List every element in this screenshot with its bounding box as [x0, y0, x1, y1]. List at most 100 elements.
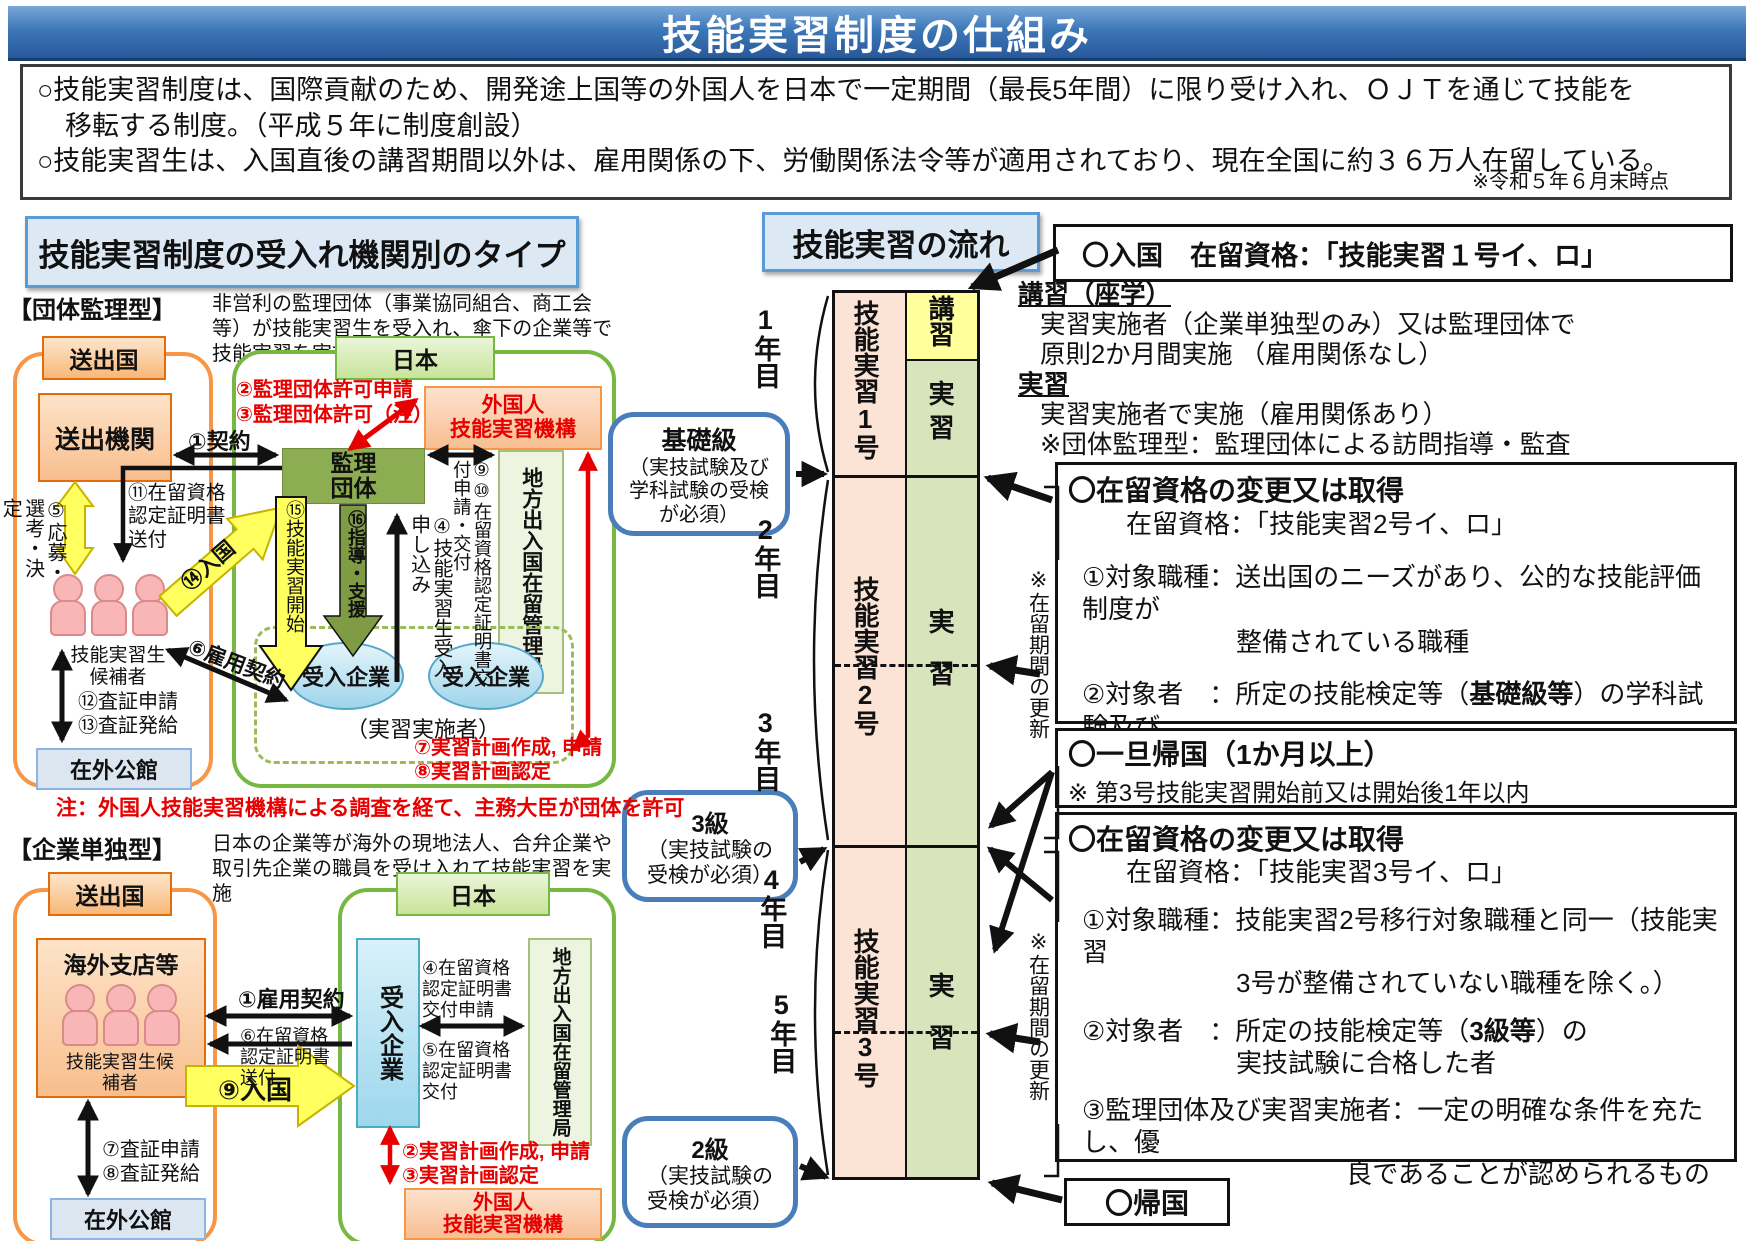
apply-select-yellow-arrow: [55, 480, 95, 576]
dantai-type-desc: 非営利の監理団体（事業協同組合、商工会等）が技能実習生を受入れ、傘下の企業等で技…: [212, 293, 613, 365]
bar-no2-label: 技能実習2号: [850, 576, 881, 736]
box3-item3b: 良であることが認められるもの: [1346, 1158, 1710, 1189]
flow-section-header: 技能実習の流れ: [762, 212, 1040, 272]
renewal-note-2: ※在留期間の更新: [1026, 930, 1050, 1101]
jisshisha-label: （実習実施者）: [346, 717, 501, 742]
kstep6-certificate-send: ⑥在留資格認定証明書送付: [240, 1026, 330, 1089]
lecture-l3: 実習実施者で実施（雇用関係あり）: [1040, 401, 1449, 430]
kigyo-immigration-label: 地方出入国在留管理局: [549, 947, 571, 1137]
dantai-type-label: 【団体監理型】: [8, 297, 176, 324]
renewal1-bracket: [1044, 485, 1060, 840]
status-change-no2-box: 〇在留資格の変更又は取得 在留資格：「技能実習2号イ、ロ」 ①対象職種：送出国の…: [1055, 462, 1737, 774]
intro-box: ○技能実習制度は、国際貢献のため、開発途上国等の外国人を日本で一定期間（最長5年…: [20, 64, 1732, 200]
dantai-japan-label: 日本: [335, 336, 495, 380]
kyu3-level-req: （実技試験の受検が必須）: [647, 838, 773, 887]
asof-note: ※令和５年６月末時点: [1472, 170, 1669, 193]
status-change-no3-box: 〇在留資格の変更又は取得 在留資格：「技能実習3号イ、ロ」 ①対象職種：技能実習…: [1055, 812, 1737, 1189]
box2-status: 在留資格：「技能実習2号イ、ロ」: [1126, 509, 1517, 539]
kstep2-plan-create: ②実習計画作成, 申請: [402, 1141, 591, 1163]
no2-bracket: [812, 479, 830, 841]
dantai-note: 注：外国人技能実習機構による調査を経て、主務大臣が団体を許可: [56, 797, 685, 820]
year-1-label: 1年目: [750, 305, 781, 389]
kigyo-embassy-box: 在外公館: [50, 1198, 206, 1240]
kyu2-level-box: 2級 （実技試験の受検が必須）: [622, 1116, 798, 1228]
kstep5-certificate-issue: ⑤在留資格認定証明書交付: [422, 1040, 512, 1103]
kigyo-japan-label: 日本: [396, 872, 550, 916]
box3-title: 〇在留資格の変更又は取得: [1068, 824, 1405, 855]
bar-no1-label: 技能実習1号: [850, 300, 881, 460]
renewal2-bracket: [1044, 850, 1060, 1178]
kstep9-entry: ⑨入国: [218, 1075, 293, 1105]
kigyo-sending-country-label: 送出国: [48, 872, 172, 916]
box2-item2a: ②対象者 ：所定の技能検定等（基礎級等）の学科試験及び: [1082, 678, 1724, 743]
kyu2-arrow: [798, 1156, 830, 1181]
bar-no3-label: 技能実習3号: [850, 928, 881, 1088]
kstep4-certificate-apply: ④在留資格認定証明書交付申請: [422, 958, 512, 1021]
lecture-l2: 原則2か月間実施 （雇用関係なし）: [1040, 341, 1444, 370]
kigyo-otit-box: 外国人 技能実習機構: [404, 1188, 602, 1240]
bar-jisshu2-label: 実習: [925, 608, 956, 712]
lecture-h1: 講習（座学）: [1018, 281, 1172, 309]
renewal2-arrow: [985, 1022, 1041, 1054]
employment-contract-arrow: [164, 647, 290, 703]
kiso-level-name: 基礎級: [661, 426, 737, 455]
box2-i2pre: ②対象者 ：所定の技能検定等（: [1082, 679, 1470, 709]
step8-plan-approve: ⑧実習計画認定: [414, 761, 551, 783]
kigyo-entry-yellow-arrow: [185, 1044, 356, 1128]
box2-i2em: 基礎級等: [1469, 679, 1574, 709]
entry-yellow-arrow: [158, 506, 283, 618]
kigyo-otit-line2: 技能実習機構: [443, 1214, 563, 1236]
otit-line1: 外国人: [481, 393, 545, 417]
renewal1-arrow: [985, 654, 1041, 686]
box3-item2b: 実技試験に合格した者: [1236, 1047, 1497, 1078]
otit-box: 外国人 技能実習機構: [424, 386, 602, 450]
year1-bracket: [813, 295, 830, 473]
intro-line2: 移転する制度。（平成５年に制度創設）: [65, 110, 538, 141]
supervising-org-box: 監理 団体: [282, 448, 425, 504]
step13-visa-issue: ⑬査証発給: [78, 715, 178, 737]
lecture-text-block: 講習（座学） 実習実施者（企業単独型のみ）又は監理団体で 原則2か月間実施 （雇…: [1018, 280, 1734, 460]
ikkikoku-arrow-1: [988, 769, 1054, 829]
bar-koshu-label: 講習: [925, 295, 956, 347]
box3-item1a: ①対象職種：技能実習2号移行対象職種と同一（技能実習: [1082, 904, 1718, 967]
box2-item1a: ①対象職種：送出国のニーズがあり、公的な技能評価制度が: [1082, 561, 1701, 625]
dantai-sending-country-label: 送出国: [42, 336, 166, 380]
box3-i2em: 3級等: [1469, 1016, 1536, 1047]
kikoku-arrow: [987, 1174, 1063, 1205]
mid-no2-dashed: [835, 664, 977, 667]
intro-line3: ○技能実習生は、入国直後の講習期間以外は、雇用関係の下、労働関係法令等が適用され…: [37, 146, 1670, 177]
mid-no3-dashed: [835, 1031, 977, 1034]
step9-10-certificate: ⑨⑩在留資格認定証明書交付申請・交付: [451, 460, 493, 687]
box3-i2pre: ②対象者 ：所定の技能検定等（: [1082, 1016, 1470, 1047]
step4-acceptance-apply: ④技能実習生受入申し込み: [407, 514, 452, 678]
step11-certificate: ⑪在留資格認定証明書送付: [128, 482, 226, 551]
box3-item2a: ②対象者 ：所定の技能検定等（3級等）の: [1082, 1016, 1724, 1048]
overseas-branch-label: 海外支店等: [63, 952, 179, 978]
nyukoku-text: 〇入国 在留資格：「技能実習１号イ、ロ」: [1082, 240, 1608, 271]
certificate-send-arrow: [113, 465, 282, 563]
year-3-label: 3年目: [750, 708, 781, 792]
box2-item1b: 整備されている職種: [1236, 626, 1470, 657]
kyu2-level-name: 2級: [691, 1136, 729, 1164]
title-bar: 技能実習制度の仕組み: [8, 6, 1746, 61]
accepting-company-oval-2: 受入企業: [428, 642, 544, 710]
kanri-line2: 団体: [330, 475, 377, 501]
ikkikoku-box: 〇一旦帰国（1か月以上） ※ 第3号技能実習開始前又は開始後1年以内: [1055, 728, 1737, 808]
kyu3-arrow: [797, 846, 828, 872]
training-start-yellow-arrow: [258, 496, 324, 692]
plan-approval-red-arrow: [571, 451, 598, 750]
box3-i2post: ）の: [1535, 1016, 1588, 1047]
kiso-level-box: 基礎級 （実技試験及び学科試験の受検が必須）: [608, 412, 790, 536]
renewal-note-1: ※在留期間の更新: [1026, 568, 1050, 739]
nyukoku-box: 〇入国 在留資格：「技能実習１号イ、ロ」: [1053, 224, 1733, 282]
box2-title: 〇在留資格の変更又は取得: [1068, 475, 1405, 506]
lecture-h2: 実習: [1018, 371, 1070, 400]
kigyo-otit-line1: 外国人: [473, 1192, 533, 1214]
lecture-l4: ※団体監理型：監理団体による訪問指導・監査: [1040, 431, 1571, 460]
kyu3-level-name: 3級: [691, 810, 729, 838]
ikkikoku-note: ※ 第3号技能実習開始前又は開始後1年以内: [1068, 780, 1530, 807]
kigyo-immigration-box: 地方出入国在留管理局: [528, 938, 592, 1146]
nyukoku-arrow: [967, 246, 1060, 291]
box3-item1b: 3号が整備されていない職種を除く。）: [1236, 968, 1679, 999]
